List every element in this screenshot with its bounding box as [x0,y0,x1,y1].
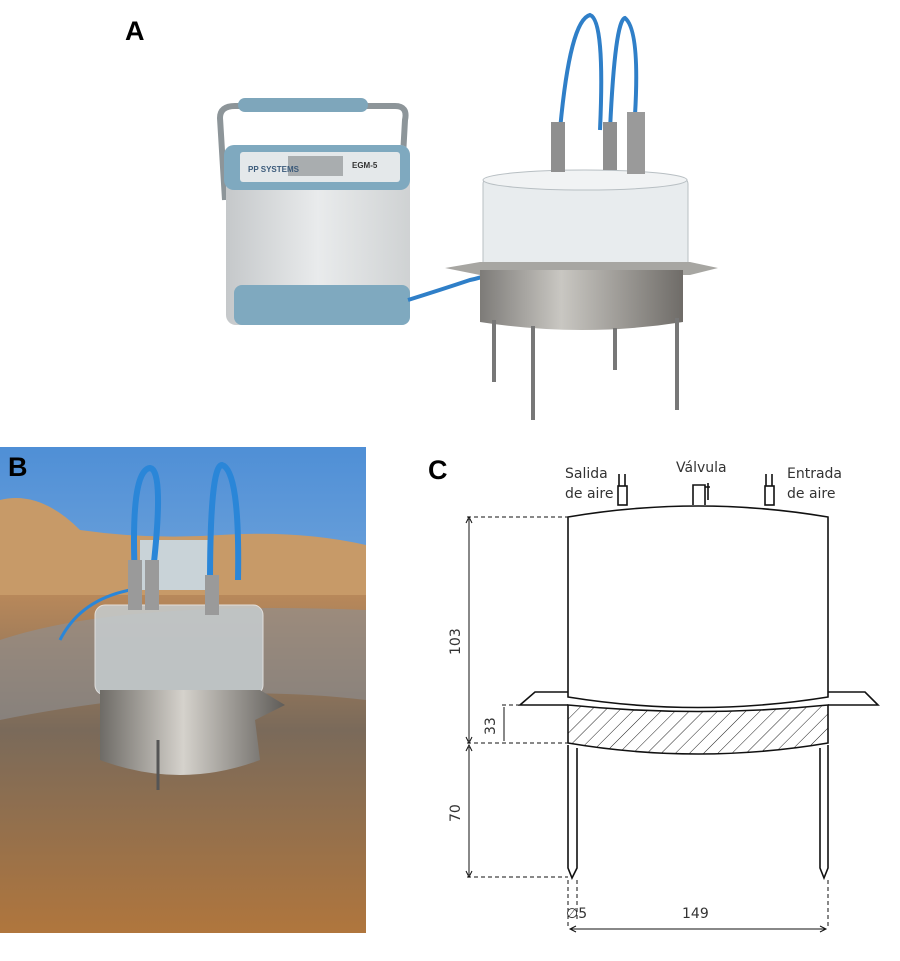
panel-b-letter: B [8,452,28,482]
photo-analyzer-and-chamber: PP SYSTEMS EGM-5 [216,12,718,420]
panel-c-letter: C [428,455,448,485]
panel-a-letter: A [125,16,145,46]
device-model: EGM-5 [352,161,378,170]
device-logo: PP SYSTEMS [248,165,300,174]
